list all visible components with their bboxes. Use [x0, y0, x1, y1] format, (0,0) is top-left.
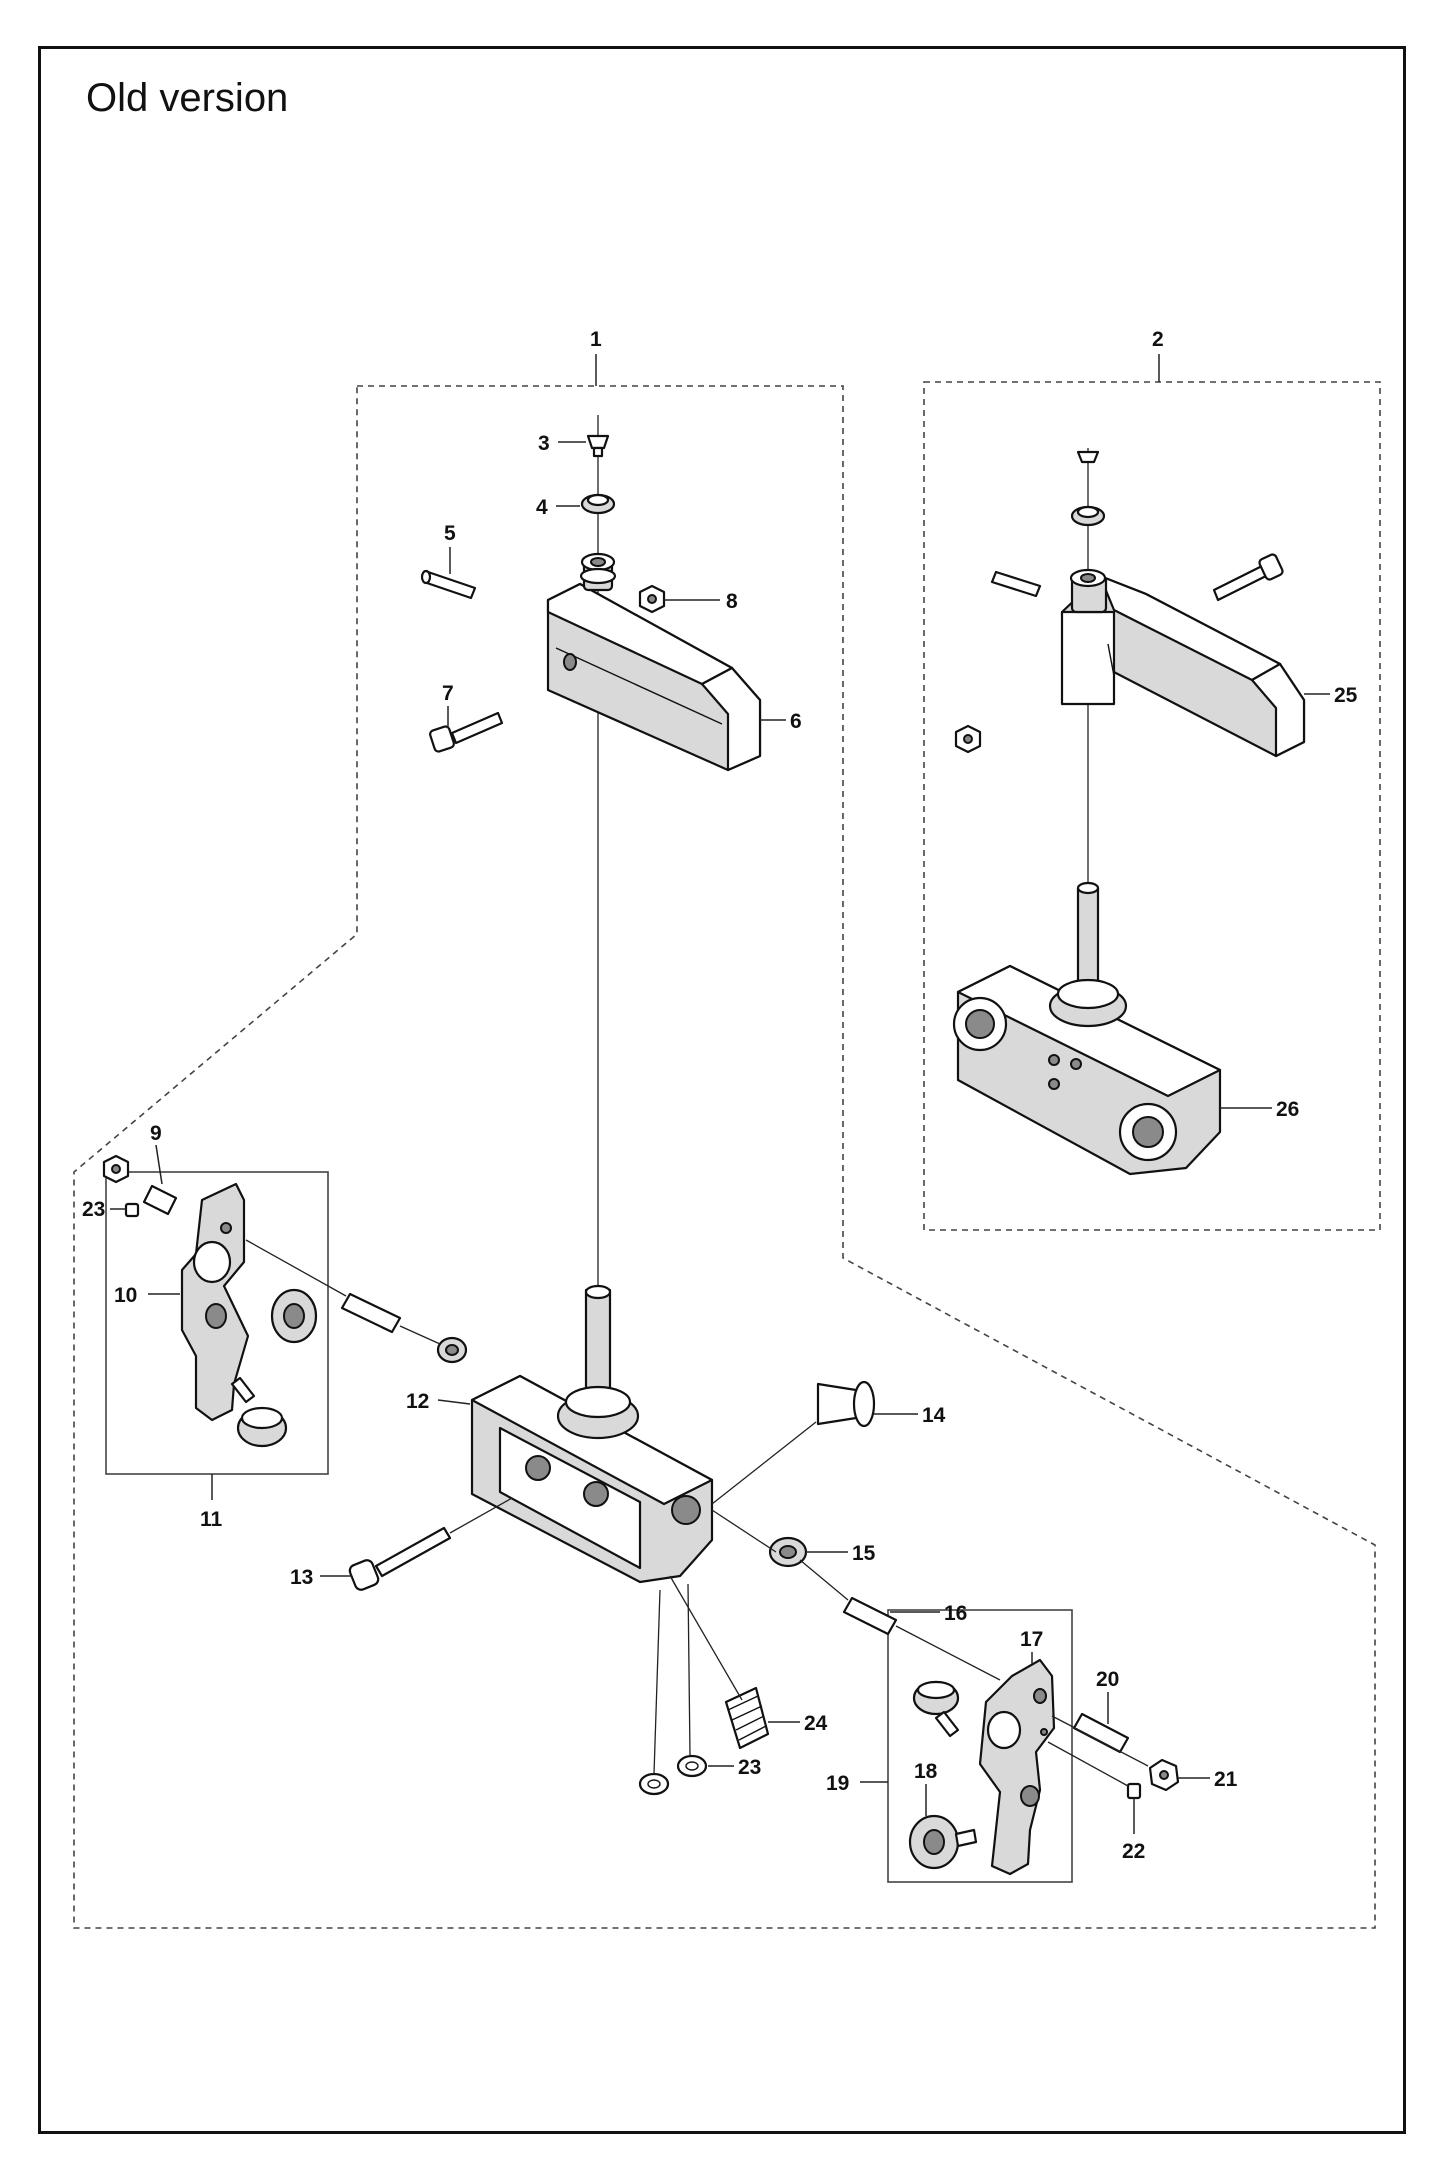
handle-6 [546, 552, 762, 772]
callout-18: 18 [914, 1760, 938, 1783]
callout-26: 26 [1276, 1098, 1299, 1121]
axis-washer-1 [653, 1589, 661, 1775]
axis-right-pin [1051, 1715, 1149, 1767]
assembly-1-boundary [73, 385, 1376, 1929]
washers-23 [638, 1754, 708, 1796]
callout-11: 11 [200, 1508, 223, 1531]
callout-5: 5 [444, 522, 456, 545]
pin-16 [842, 1596, 898, 1636]
callout-19: 19 [826, 1772, 849, 1795]
callout-9: 9 [150, 1122, 162, 1145]
axis-spring [669, 1575, 743, 1701]
pin-20 [1072, 1712, 1130, 1754]
callout-7: 7 [442, 682, 454, 705]
callout-25: 25 [1334, 684, 1358, 707]
screw-3 [586, 434, 610, 458]
axis-pin-16 [799, 1559, 849, 1601]
callout-13: 13 [290, 1566, 313, 1589]
axis-right-screw [1047, 1741, 1129, 1787]
axis-left-bushing [399, 1325, 441, 1345]
roller-18 [908, 1814, 978, 1870]
nut-8 [638, 584, 666, 614]
callout-15: 15 [852, 1542, 876, 1565]
callout-23-left: 23 [82, 1198, 105, 1221]
knob-left [230, 1376, 288, 1448]
callout-10: 10 [114, 1284, 137, 1307]
callout-2: 2 [1152, 328, 1164, 351]
axis-pin-14 [711, 1421, 817, 1505]
screw-7 [429, 711, 504, 753]
pin-9 [142, 1184, 178, 1216]
callout-20: 20 [1096, 1668, 1119, 1691]
screw-22 [1126, 1782, 1142, 1800]
axis-bushing-15 [711, 1509, 777, 1553]
pin-14 [816, 1380, 876, 1428]
screw-13 [348, 1526, 452, 1591]
nut-9 [102, 1154, 130, 1184]
callout-23-bottom: 23 [738, 1756, 761, 1779]
axis-screw-13 [449, 1497, 513, 1534]
callout-12: 12 [406, 1390, 429, 1413]
leader-12 [437, 1399, 471, 1405]
base-26 [952, 881, 1222, 1176]
callout-4: 4 [536, 496, 548, 519]
nut-2 [954, 724, 982, 754]
callout-24: 24 [804, 1712, 828, 1735]
assembly-2-boundary [923, 381, 1381, 1231]
base-12 [470, 1284, 714, 1584]
callout-3: 3 [538, 432, 550, 455]
page-title: Old version [86, 76, 289, 120]
callout-14: 14 [922, 1404, 946, 1427]
callout-6: 6 [790, 710, 802, 733]
axis-washer-2 [687, 1583, 691, 1757]
screw-23-left [124, 1202, 140, 1218]
callout-8: 8 [726, 590, 738, 613]
subassembly-11-box [105, 1171, 329, 1475]
lever-10 [180, 1182, 250, 1422]
pin-left-axis [340, 1292, 468, 1364]
pin-2 [990, 570, 1042, 598]
washer-2 [1070, 505, 1106, 527]
lever-17 [978, 1658, 1056, 1876]
pin-5 [420, 569, 477, 600]
callout-1: 1 [590, 328, 602, 351]
leader-9 [155, 1144, 163, 1185]
callout-16: 16 [944, 1602, 967, 1625]
washer-4 [580, 493, 616, 515]
callout-21: 21 [1214, 1768, 1238, 1791]
roller-knob-left [270, 1288, 318, 1344]
axis-left-pin [245, 1239, 347, 1297]
spring-24 [724, 1686, 770, 1750]
callout-22: 22 [1122, 1840, 1145, 1863]
nut-21 [1148, 1758, 1180, 1792]
diagram-frame [38, 46, 1406, 2134]
axis-right-lever [895, 1625, 1001, 1681]
handle-25 [1060, 568, 1306, 758]
subassembly-19-box [887, 1609, 1073, 1883]
callout-17: 17 [1020, 1628, 1043, 1651]
screw-2-long [1212, 553, 1284, 602]
knob-right-top [912, 1680, 960, 1738]
screw-2-top [1076, 450, 1100, 464]
